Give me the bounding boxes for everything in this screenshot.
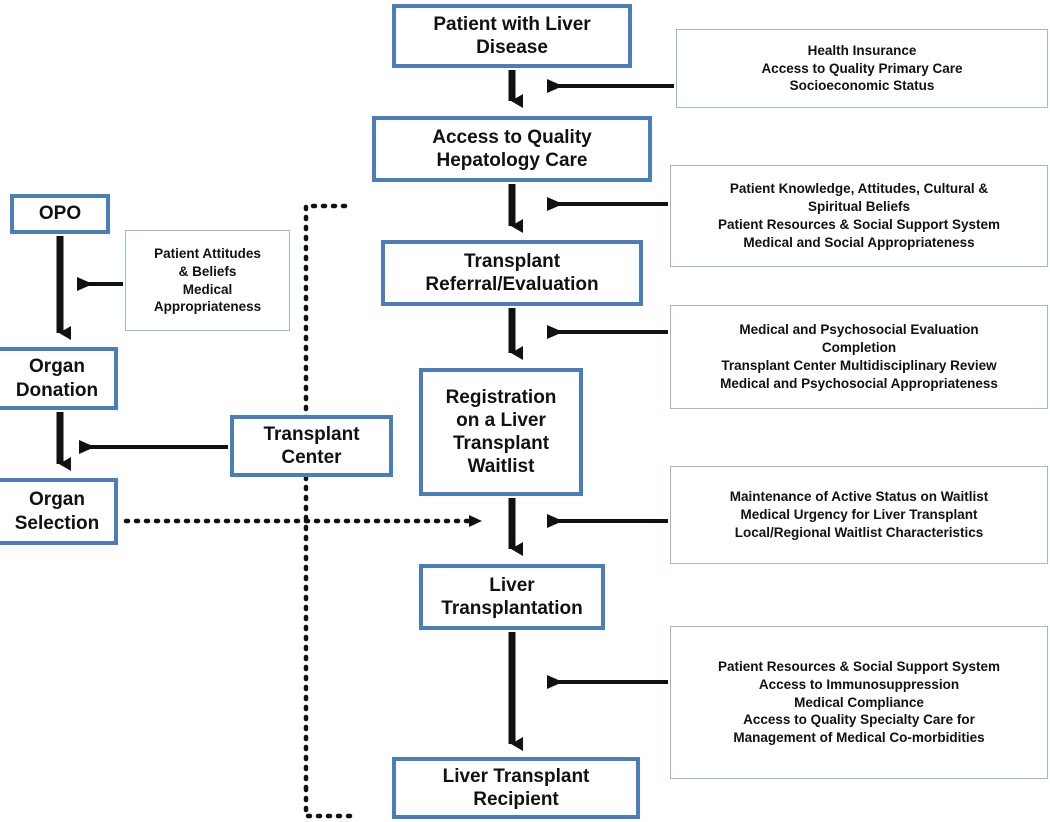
note-box-patient-knowledge[interactable]: Patient Knowledge, Attitudes, Cultural &… (670, 165, 1048, 267)
process-box-label: Access to Quality Hepatology Care (432, 126, 592, 171)
note-box-patient-attitudes[interactable]: Patient Attitudes & Beliefs Medical Appr… (125, 230, 290, 331)
process-box-organ-selection[interactable]: Organ Selection (0, 478, 118, 545)
process-box-label: Organ Selection (14, 489, 100, 534)
dotted-transplant-center-vertical (303, 203, 348, 791)
process-box-transplant-center[interactable]: Transplant Center (230, 415, 393, 477)
process-box-label: Registration on a Liver Transplant Waitl… (445, 386, 557, 478)
process-box-label: Liver Transplantation (441, 574, 583, 619)
dotted-bottom-to-recipient (303, 785, 353, 819)
process-box-opo[interactable]: OPO (10, 194, 110, 234)
note-box-label: Patient Attitudes & Beliefs Medical Appr… (153, 245, 262, 315)
note-box-label: Medical and Psychosocial Evaluation Comp… (720, 322, 998, 391)
process-box-label: Transplant Referral/Evaluation (425, 250, 599, 295)
process-box-label: Transplant Center (263, 423, 360, 468)
note-box-label: Maintenance of Active Status on Waitlist… (729, 489, 989, 540)
note-box-label: Patient Knowledge, Attitudes, Cultural &… (717, 181, 1001, 250)
note-box-waitlist-status[interactable]: Maintenance of Active Status on Waitlist… (670, 466, 1048, 564)
process-box-label: OPO (38, 203, 82, 225)
process-box-patient-with-liver-disease[interactable]: Patient with Liver Disease (392, 4, 632, 68)
process-box-liver-transplant-recipient[interactable]: Liver Transplant Recipient (392, 757, 640, 819)
note-box-post-transplant[interactable]: Patient Resources & Social Support Syste… (670, 626, 1048, 779)
process-box-organ-donation[interactable]: Organ Donation (0, 347, 118, 410)
process-box-label: Liver Transplant Recipient (442, 765, 590, 810)
process-box-access-to-quality-hepatology-care[interactable]: Access to Quality Hepatology Care (372, 116, 652, 182)
process-box-label: Patient with Liver Disease (433, 13, 591, 58)
note-box-primary-care[interactable]: Health Insurance Access to Quality Prima… (676, 29, 1048, 108)
process-box-registration-on-a-liver-transplant-waitlist[interactable]: Registration on a Liver Transplant Waitl… (419, 368, 583, 496)
note-box-evaluation-completion[interactable]: Medical and Psychosocial Evaluation Comp… (670, 305, 1048, 409)
process-box-transplant-referral-evaluation[interactable]: Transplant Referral/Evaluation (381, 240, 643, 306)
process-box-label: Organ Donation (15, 356, 99, 401)
note-box-label: Patient Resources & Social Support Syste… (717, 658, 1001, 746)
note-box-label: Health Insurance Access to Quality Prima… (761, 42, 963, 94)
process-box-liver-transplantation[interactable]: Liver Transplantation (419, 564, 605, 630)
